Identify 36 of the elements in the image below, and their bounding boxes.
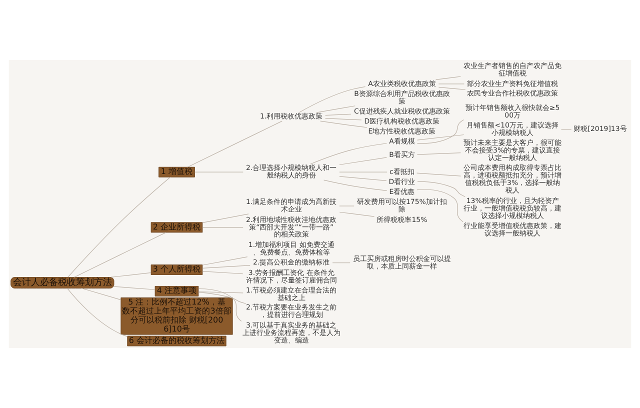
connector <box>114 286 156 290</box>
connector <box>202 214 249 223</box>
connector <box>81 288 122 300</box>
connector <box>110 272 152 278</box>
node-box: 会计人必备税收筹划方法 <box>10 277 114 288</box>
connector <box>68 176 171 278</box>
connector <box>198 288 242 322</box>
connector <box>339 212 375 217</box>
connector <box>316 106 356 113</box>
connector <box>298 86 366 113</box>
connector <box>187 120 282 168</box>
connector <box>198 291 244 294</box>
connector <box>202 271 244 274</box>
connector <box>339 176 387 182</box>
connector <box>416 120 464 144</box>
connector <box>66 288 128 337</box>
connector <box>416 172 462 176</box>
connector <box>436 76 462 80</box>
connector <box>74 232 166 278</box>
connector <box>416 189 464 222</box>
connector <box>325 114 352 116</box>
connector <box>324 180 388 191</box>
connector <box>202 256 248 266</box>
connector <box>310 143 387 164</box>
connector <box>202 227 244 228</box>
connector <box>416 152 461 155</box>
connector <box>202 265 250 269</box>
connector <box>416 134 464 140</box>
connector <box>332 262 350 264</box>
connector <box>198 292 246 304</box>
connector <box>560 128 572 130</box>
connector <box>320 120 368 128</box>
connector <box>417 181 466 198</box>
connector <box>438 86 466 90</box>
connector <box>325 118 362 120</box>
connector <box>339 157 387 166</box>
